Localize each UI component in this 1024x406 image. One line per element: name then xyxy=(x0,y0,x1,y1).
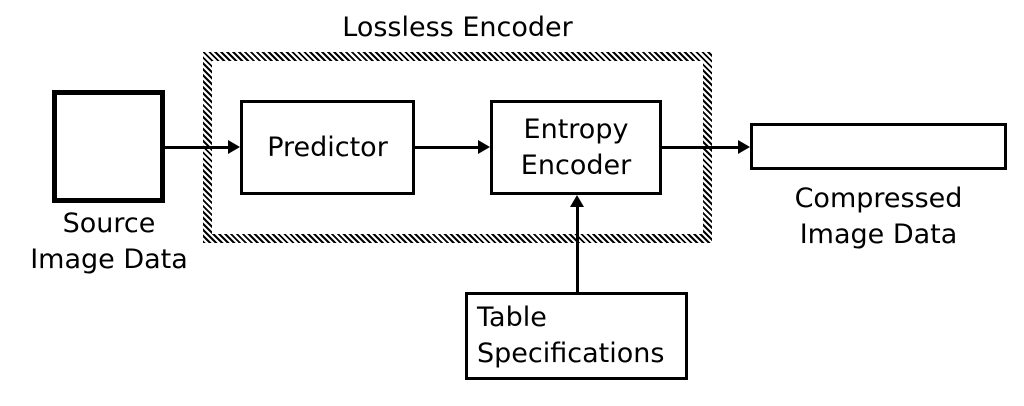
entropy-encoder-label: Entropy Encoder xyxy=(520,113,632,181)
arrow-entropy-to-compressed xyxy=(662,145,738,149)
compressed-image-data-label: Compressed Image Data xyxy=(794,183,963,250)
source-image-data-box xyxy=(52,90,165,203)
table-specifications-label: Table Specifications xyxy=(477,302,665,369)
entropy-encoder-box: Entropy Encoder xyxy=(490,100,662,195)
arrow-predictor-to-entropy xyxy=(415,145,478,149)
source-image-data-label: Source Image Data xyxy=(30,208,188,275)
arrow-table-to-entropy xyxy=(575,207,579,292)
compressed-image-data-box xyxy=(750,123,1007,170)
table-specifications-box: Table Specifications xyxy=(465,292,688,380)
predictor-label: Predictor xyxy=(267,131,388,163)
lossless-encoder-title: Lossless Encoder xyxy=(342,12,573,43)
predictor-box: Predictor xyxy=(240,100,415,195)
arrow-source-to-predictor xyxy=(165,145,228,149)
